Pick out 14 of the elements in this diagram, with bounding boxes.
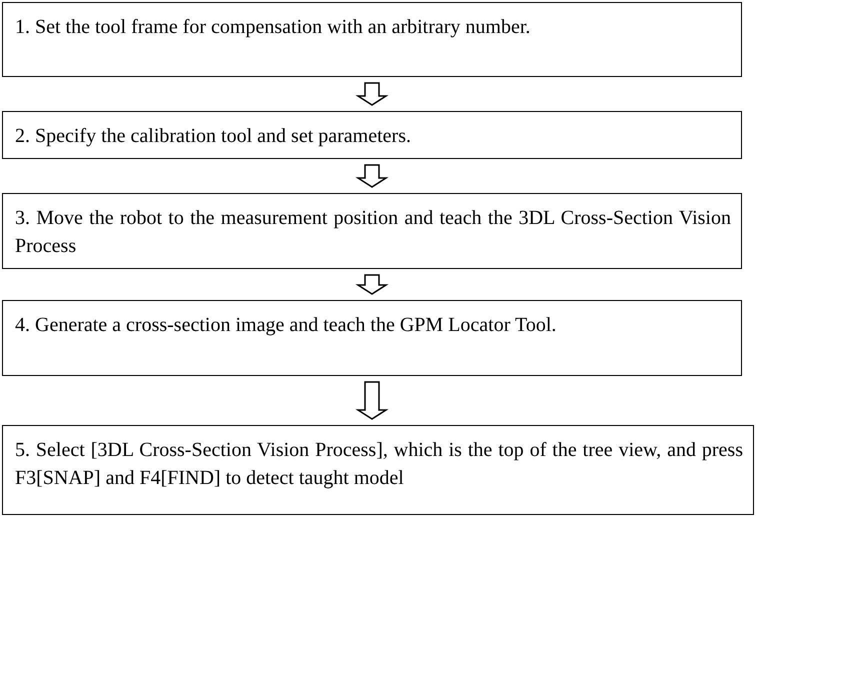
- block-arrow: [355, 381, 389, 420]
- step-text: 2. Specify the calibration tool and set parameters.: [15, 124, 412, 149]
- process-box: [2, 300, 742, 376]
- process-box: [2, 193, 742, 269]
- step-text: 4. Generate a cross-section image and teach the GPM Locator Tool.: [15, 313, 558, 338]
- block-arrow: [355, 274, 389, 295]
- step-text: 1. Set the tool frame for compensation with an arbitrary number.: [15, 15, 532, 40]
- block-arrow: [355, 82, 389, 106]
- block-arrow: [355, 164, 389, 188]
- step-text: 3. Move the robot to the measurement position and teach the 3DL Cross-Section Vision Process: [15, 206, 731, 259]
- process-box: [2, 111, 742, 159]
- step-text: 5. Select [3DL Cross-Section Vision Process], which is the top of the tree view, and press F3[SNAP] and F4[FIND] to detect taught model: [15, 438, 743, 491]
- process-box: [2, 2, 742, 77]
- process-box: [2, 425, 754, 515]
